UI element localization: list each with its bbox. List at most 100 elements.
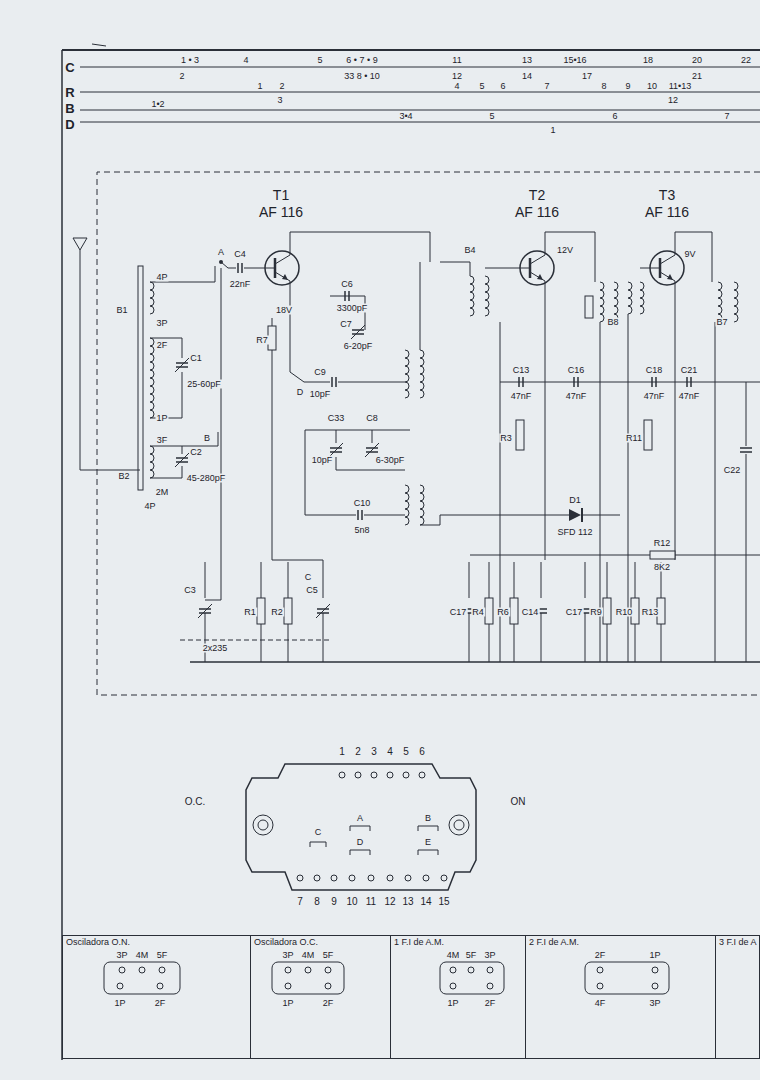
wire xyxy=(607,624,608,662)
resistor-symbol xyxy=(510,598,518,624)
resistor-symbol xyxy=(585,296,593,318)
wire xyxy=(80,250,140,470)
coil-can-pin xyxy=(597,983,603,989)
pin-number: 11 xyxy=(365,897,377,907)
bus-line xyxy=(80,110,760,111)
wire xyxy=(661,624,662,662)
bus-number: 17 xyxy=(581,72,593,81)
component-label: C13 xyxy=(512,366,531,375)
component-label: C21 xyxy=(680,366,699,375)
coil-can-pin xyxy=(468,967,474,973)
connector-pin xyxy=(339,772,345,778)
connector-pin xyxy=(387,772,393,778)
bus-number: 22 xyxy=(740,56,752,65)
antenna-symbol xyxy=(73,238,87,250)
pin-label: 5F xyxy=(156,951,169,960)
coil-can-pin xyxy=(450,983,456,989)
capacitor-symbol xyxy=(176,366,188,368)
pin-label: 5F xyxy=(465,951,478,960)
wire xyxy=(305,430,306,515)
pin-label: 3P xyxy=(648,999,661,1008)
bus-number: 6 xyxy=(611,112,618,121)
coil-can-outline xyxy=(440,962,504,994)
wire xyxy=(489,562,490,598)
coil-can-pin xyxy=(139,967,145,973)
bus-number: 1 xyxy=(256,82,263,91)
component-label: D xyxy=(296,388,305,397)
coil-symbol xyxy=(150,282,154,314)
bus-number: 8 xyxy=(600,82,607,91)
component-label: B4 xyxy=(463,246,476,255)
coil-symbol xyxy=(150,446,154,478)
pin-number: 2 xyxy=(354,747,362,757)
wire xyxy=(585,562,586,598)
capacitor-symbol xyxy=(366,451,378,453)
capacitor-symbol xyxy=(361,510,363,520)
component-label: 45-280pF xyxy=(186,474,227,483)
pin-label: 4M xyxy=(301,951,316,960)
component-label: 47nF xyxy=(565,392,588,401)
component-label: 47nF xyxy=(678,392,701,401)
component-label: 10pF xyxy=(311,456,334,465)
component-label: 3F xyxy=(156,436,169,445)
pin-label: 1P xyxy=(113,999,126,1008)
resistor-symbol xyxy=(257,598,265,624)
component-label: 6-20pF xyxy=(343,342,374,351)
coil-can-pin xyxy=(450,967,456,973)
bus-number: 20 xyxy=(691,56,703,65)
connector-pin xyxy=(331,875,337,881)
pin-label: 5F xyxy=(322,951,335,960)
component-label: 2M xyxy=(155,488,170,497)
component-label: C9 xyxy=(313,368,327,377)
wire xyxy=(330,296,365,330)
component-label: C22 xyxy=(723,466,742,475)
coil-can-outline xyxy=(585,962,669,994)
component-label: B7 xyxy=(715,318,728,327)
component-label: C33 xyxy=(327,414,346,423)
wire xyxy=(514,624,515,662)
bus-number: 4 xyxy=(453,82,460,91)
bus-letter: D xyxy=(64,118,75,131)
pin-label: 4M xyxy=(135,951,150,960)
pin-number: 7 xyxy=(296,897,304,907)
component-label: 9V xyxy=(683,250,696,259)
bus-number: 18 xyxy=(642,56,654,65)
component-label: C1 xyxy=(189,354,203,363)
cell-heading: 2 F.I de A.M. xyxy=(526,936,715,950)
bus-number: 33 8 • 10 xyxy=(343,72,381,81)
bus-number: 7 xyxy=(723,112,730,121)
coil-can-pin xyxy=(285,967,291,973)
capacitor-symbol xyxy=(199,608,211,610)
connector-pin xyxy=(419,772,425,778)
wire xyxy=(640,268,643,269)
component-label: B xyxy=(203,434,211,443)
connector-pin xyxy=(423,875,429,881)
connector-label: ON xyxy=(510,797,527,807)
bus-letter: C xyxy=(64,61,75,74)
capacitor-symbol xyxy=(317,608,329,610)
component-label: R13 xyxy=(641,608,660,617)
component-label: C5 xyxy=(305,586,319,595)
wire xyxy=(323,562,324,598)
component-label: R3 xyxy=(499,434,513,443)
mounting-hole xyxy=(449,815,469,835)
bus-number: 13 xyxy=(521,56,533,65)
component-label: 25-60pF xyxy=(186,380,222,389)
component-label: 22nF xyxy=(229,280,252,289)
resistor-symbol xyxy=(603,598,611,624)
table-cell: Osciladora O.C. xyxy=(250,935,391,1059)
resistor-symbol xyxy=(268,326,276,350)
transistor-lead xyxy=(530,272,545,296)
bus-number: 11•13 xyxy=(668,82,693,91)
component-label: 2F xyxy=(156,341,169,350)
trimmer-arrow xyxy=(351,325,365,339)
cell-heading: Osciladora O.N. xyxy=(63,936,250,950)
wire xyxy=(372,430,373,443)
wire xyxy=(261,624,262,662)
component-label: A xyxy=(217,248,225,257)
component-label: 4P xyxy=(155,273,168,282)
transistor-label: AF 116 xyxy=(258,205,304,219)
table-cell: 3 F.I de A xyxy=(715,935,760,1059)
bus-number: 6 • 7 • 9 xyxy=(345,56,378,65)
